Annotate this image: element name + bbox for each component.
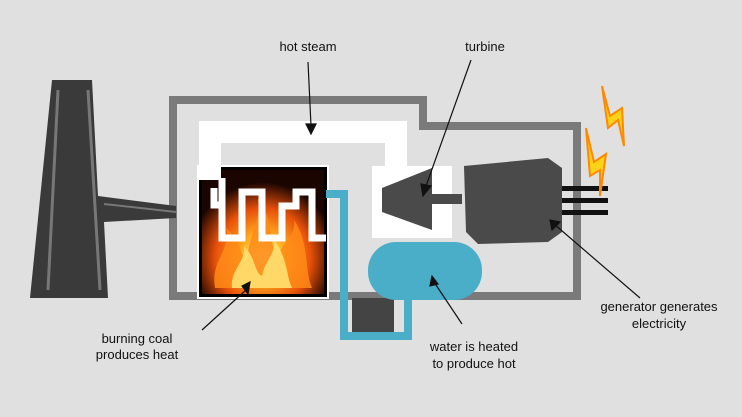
label-water-2: to produce hot bbox=[432, 356, 516, 371]
steam-pipe bbox=[199, 121, 407, 242]
plant-outline bbox=[169, 96, 581, 300]
generator-icon bbox=[464, 158, 608, 244]
label-generator-1: generator generates bbox=[600, 299, 718, 314]
water-pipe bbox=[326, 190, 412, 340]
label-generator-2: electricity bbox=[632, 316, 687, 331]
label-burning-coal-2: produces heat bbox=[96, 347, 179, 362]
lightning-icon bbox=[585, 85, 625, 197]
pump bbox=[352, 298, 394, 332]
chimney-icon bbox=[30, 80, 177, 298]
label-burning-coal-1: burning coal bbox=[102, 331, 173, 346]
turbine-icon bbox=[382, 168, 462, 230]
leader-lines bbox=[201, 59, 641, 331]
label-water-1: water is heated bbox=[429, 339, 518, 354]
water-tank bbox=[368, 242, 482, 300]
label-turbine: turbine bbox=[465, 39, 505, 54]
label-hot-steam: hot steam bbox=[279, 39, 336, 54]
